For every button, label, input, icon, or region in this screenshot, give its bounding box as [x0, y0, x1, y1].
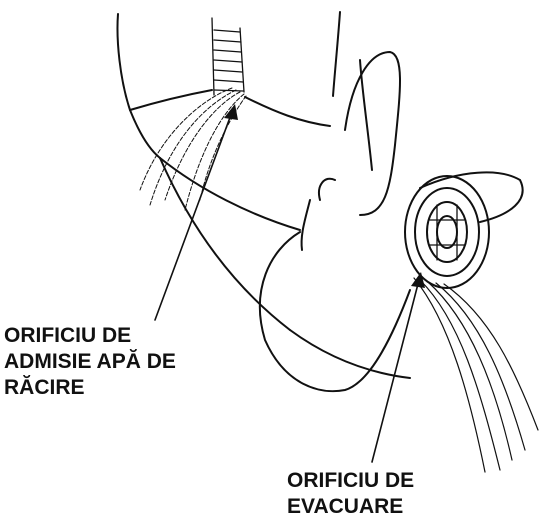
- intake-label-line-1: ORIFICIU DE: [4, 323, 176, 349]
- exhaust-outlet-label: ORIFICIU DE EVACUARE: [287, 468, 414, 520]
- exhaust-label-line-1: ORIFICIU DE: [287, 468, 414, 494]
- exhaust-arrowhead: [411, 272, 425, 288]
- exhaust-water-stream: [414, 278, 538, 472]
- propeller-hub: [405, 176, 489, 288]
- exhaust-label-line-2: EVACUARE: [287, 494, 414, 520]
- intake-water-stream: [140, 88, 246, 210]
- intake-label-line-2: ADMISIE APĂ DE: [4, 349, 176, 375]
- leader-lines: [155, 112, 419, 462]
- intake-leader-line: [155, 112, 232, 320]
- water-intake-grille: [212, 18, 244, 95]
- exhaust-leader-line: [372, 280, 419, 462]
- cooling-water-intake-label: ORIFICIU DE ADMISIE APĂ DE RĂCIRE: [4, 323, 176, 401]
- intake-label-line-3: RĂCIRE: [4, 375, 176, 401]
